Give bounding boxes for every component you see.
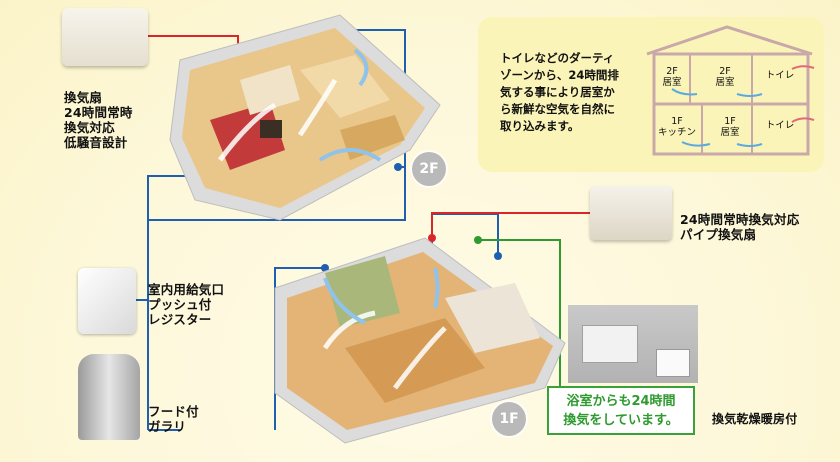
hood-label: フード付 ガラリ xyxy=(148,404,199,434)
room-label-line: 1F xyxy=(724,116,736,127)
exhaust-fan-label-line: 24時間常時 xyxy=(64,105,133,120)
floor-badge-1f: 1F xyxy=(492,402,526,436)
supply-line-2f-right xyxy=(147,29,406,221)
register-label-line: レジスター xyxy=(148,312,212,327)
exhaust-fan-label-line: 換気対応 xyxy=(64,120,115,135)
room-label-line: 2F xyxy=(719,66,731,77)
room-label-line: 2F xyxy=(666,66,678,77)
exhaust-fan-label-line: 低騒音設計 xyxy=(64,135,128,150)
register-image xyxy=(78,268,136,334)
room-1f-room: 1F 居室 xyxy=(710,116,750,138)
exhaust-line-1f xyxy=(431,212,590,236)
bath-note-box: 浴室からも24時間 換気をしています。 xyxy=(547,386,695,435)
pipe-fan-label-line: 24時間常時換気対応 xyxy=(680,212,800,227)
exhaust-fan-image xyxy=(62,8,148,66)
bath-line xyxy=(478,239,561,386)
room-1f-toilet: トイレ xyxy=(765,120,795,131)
bath-note-line: 浴室からも24時間 xyxy=(566,394,676,409)
floor-badge-2f: 2F xyxy=(412,152,446,186)
bath-note-line: 換気をしています。 xyxy=(563,413,679,428)
info-line: ゾーンから、24時間排 xyxy=(500,68,619,82)
pipe-fan-label-line: パイプ換気扇 xyxy=(680,227,757,242)
dryer-unit-photo xyxy=(568,305,698,383)
info-line: トイレなどのダーティ xyxy=(500,51,615,65)
dryer-remote xyxy=(656,349,690,377)
register-label: 室内用給気口 プッシュ付 レジスター xyxy=(148,282,224,327)
info-panel xyxy=(478,17,824,172)
info-line: 気する事により居室か xyxy=(500,85,615,99)
info-line: 取り込みます。 xyxy=(500,119,580,133)
hood-image xyxy=(78,354,140,440)
room-label-line: 居室 xyxy=(715,77,735,88)
room-2f-toilet: トイレ xyxy=(765,70,795,81)
pipe-fan-image xyxy=(590,186,672,240)
info-description: トイレなどのダーティ ゾーンから、24時間排 気する事により居室か ら新鮮な空気… xyxy=(500,50,640,135)
room-2f-a: 2F 居室 xyxy=(654,66,690,88)
register-label-line: プッシュ付 xyxy=(148,297,212,312)
register-label-line: 室内用給気口 xyxy=(148,282,225,297)
hood-label-line: フード付 xyxy=(148,404,199,419)
dryer-ceiling-unit xyxy=(582,325,638,363)
room-label-line: 1F xyxy=(671,116,683,127)
pipe-fan-label: 24時間常時換気対応 パイプ換気扇 xyxy=(680,212,799,242)
airflow-section-diagram xyxy=(646,25,815,156)
house-1f-illustration xyxy=(274,237,566,444)
room-2f-b: 2F 居室 xyxy=(700,66,750,88)
exhaust-fan-label: 換気扇 24時間常時 換気対応 低騒音設計 xyxy=(64,90,133,150)
room-label-line: 居室 xyxy=(662,77,682,88)
info-line: ら新鮮な空気を自然に xyxy=(500,102,615,116)
room-label-line: 居室 xyxy=(720,127,740,138)
room-label-line: キッチン xyxy=(657,127,696,138)
room-1f-kitchen: 1F キッチン xyxy=(654,116,700,138)
hood-label-line: ガラリ xyxy=(148,419,187,434)
dryer-label: 換気乾燥暖房付 xyxy=(712,412,798,426)
exhaust-fan-label-line: 換気扇 xyxy=(64,90,103,105)
house-2f-illustration xyxy=(169,14,441,221)
